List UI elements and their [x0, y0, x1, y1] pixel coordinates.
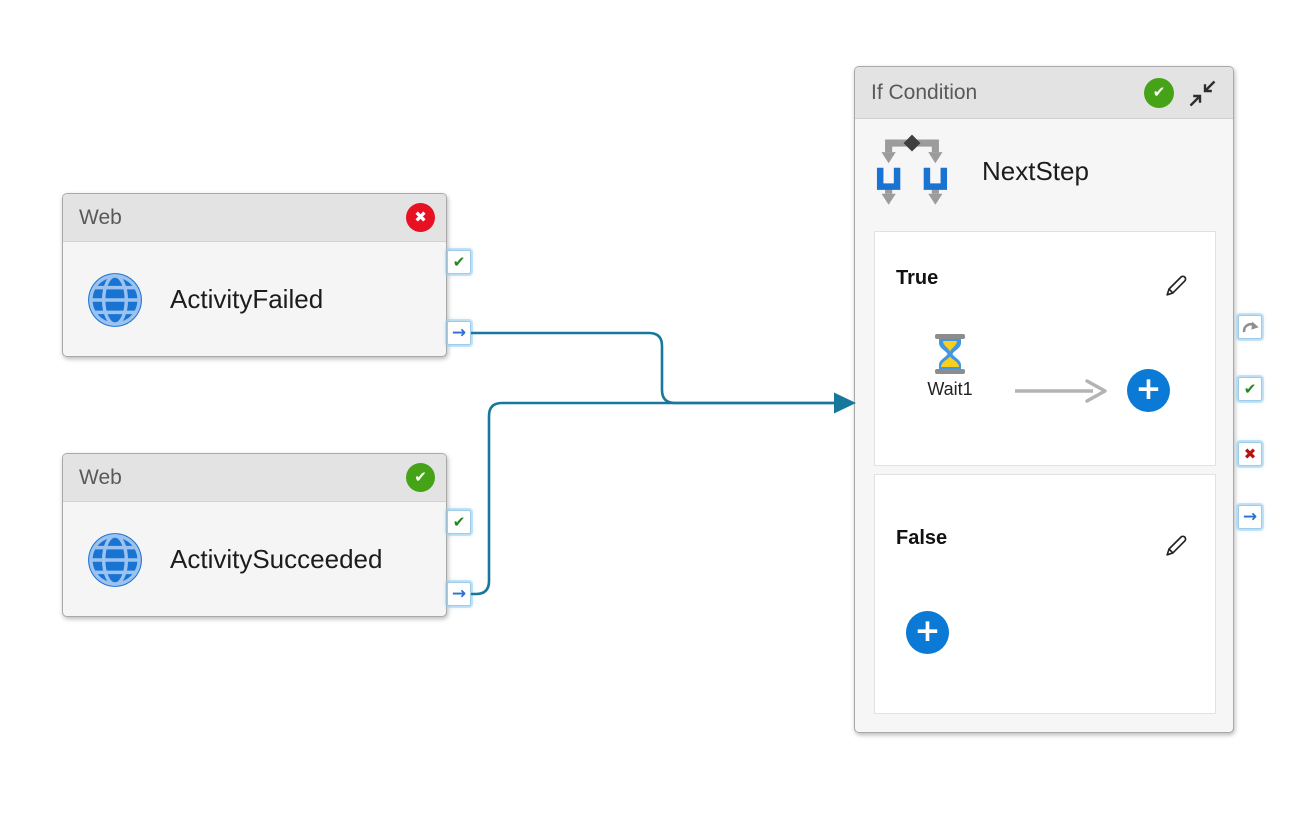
- node-header: Web ✔: [63, 454, 446, 502]
- wait-icon: [935, 334, 965, 374]
- node-body: ActivityFailed: [63, 242, 446, 357]
- activity-name: ActivitySucceeded: [170, 544, 383, 574]
- wait-activity[interactable]: Wait1: [917, 334, 983, 400]
- add-activity-false-button[interactable]: +: [906, 611, 949, 654]
- activity-node-web-succeeded[interactable]: Web ✔ ActivitySucceeded: [62, 453, 447, 617]
- plus-icon: +: [1135, 370, 1162, 407]
- plus-icon: +: [914, 612, 941, 649]
- true-branch-panel[interactable]: True Wait1: [874, 231, 1216, 466]
- node-header: Web ✖: [63, 194, 446, 242]
- node-body: ActivitySucceeded: [63, 502, 446, 617]
- branch-header: True: [875, 267, 1215, 300]
- activity-node-web-failed[interactable]: Web ✖ ActivityFailed: [62, 193, 447, 357]
- success-badge-icon: ✔: [1144, 77, 1174, 108]
- collapse-icon[interactable]: [1185, 76, 1219, 110]
- skipped-port-icon: [1242, 321, 1259, 332]
- node-type-label: If Condition: [871, 80, 978, 104]
- dependency-connector-failed[interactable]: [471, 331, 835, 405]
- web-activity-icon: [88, 272, 142, 327]
- false-branch-panel[interactable]: False +: [874, 474, 1216, 714]
- node-type-label: Web: [79, 205, 122, 229]
- edit-false-branch-icon[interactable]: [1162, 531, 1191, 560]
- branch-header: False: [875, 527, 1215, 560]
- edit-true-branch-icon[interactable]: [1162, 271, 1191, 300]
- success-badge-glyph: ✔: [414, 468, 427, 486]
- failure-port-if-condition[interactable]: ✖: [1238, 442, 1262, 466]
- completion-port-web-failed[interactable]: →: [447, 321, 471, 345]
- branch-label: True: [896, 267, 939, 289]
- success-port-icon: ✔: [1243, 379, 1257, 398]
- connector-arrowhead-icon: [834, 392, 856, 414]
- activity-name: ActivityFailed: [170, 284, 324, 314]
- success-port-icon: ✔: [452, 252, 466, 271]
- completion-port-if-condition[interactable]: →: [1238, 505, 1262, 529]
- success-port-web-succeeded[interactable]: ✔: [447, 510, 471, 534]
- completion-port-icon: →: [451, 322, 467, 343]
- skipped-port-if-condition[interactable]: [1238, 315, 1262, 339]
- header-actions: ✔: [1144, 76, 1219, 110]
- if-condition-icon: [876, 134, 948, 205]
- success-badge-icon: ✔: [406, 463, 435, 492]
- activity-name: NextStep: [982, 155, 1089, 186]
- error-badge-icon: ✖: [406, 203, 435, 232]
- activity-node-if-condition[interactable]: If Condition ✔: [854, 66, 1234, 733]
- failure-port-icon: ✖: [1243, 444, 1257, 463]
- branch-arrow-icon: [1015, 379, 1107, 403]
- completion-port-icon: →: [1242, 506, 1258, 527]
- branch-label: False: [896, 527, 948, 549]
- completion-port-icon: →: [451, 583, 467, 604]
- dependency-connector-succeeded[interactable]: [471, 401, 835, 596]
- node-type-label: Web: [79, 465, 122, 489]
- success-port-if-condition[interactable]: ✔: [1238, 377, 1262, 401]
- success-port-web-failed[interactable]: ✔: [447, 250, 471, 274]
- wait-activity-name: Wait1: [927, 379, 973, 399]
- web-activity-icon: [88, 532, 142, 587]
- if-condition-title-row: NextStep: [873, 133, 1089, 209]
- error-badge-glyph: ✖: [414, 208, 427, 226]
- node-header: If Condition ✔: [855, 67, 1233, 119]
- completion-port-web-succeeded[interactable]: →: [447, 582, 471, 606]
- add-activity-true-button[interactable]: +: [1127, 369, 1170, 412]
- success-badge-glyph: ✔: [1152, 83, 1166, 101]
- success-port-icon: ✔: [452, 512, 466, 531]
